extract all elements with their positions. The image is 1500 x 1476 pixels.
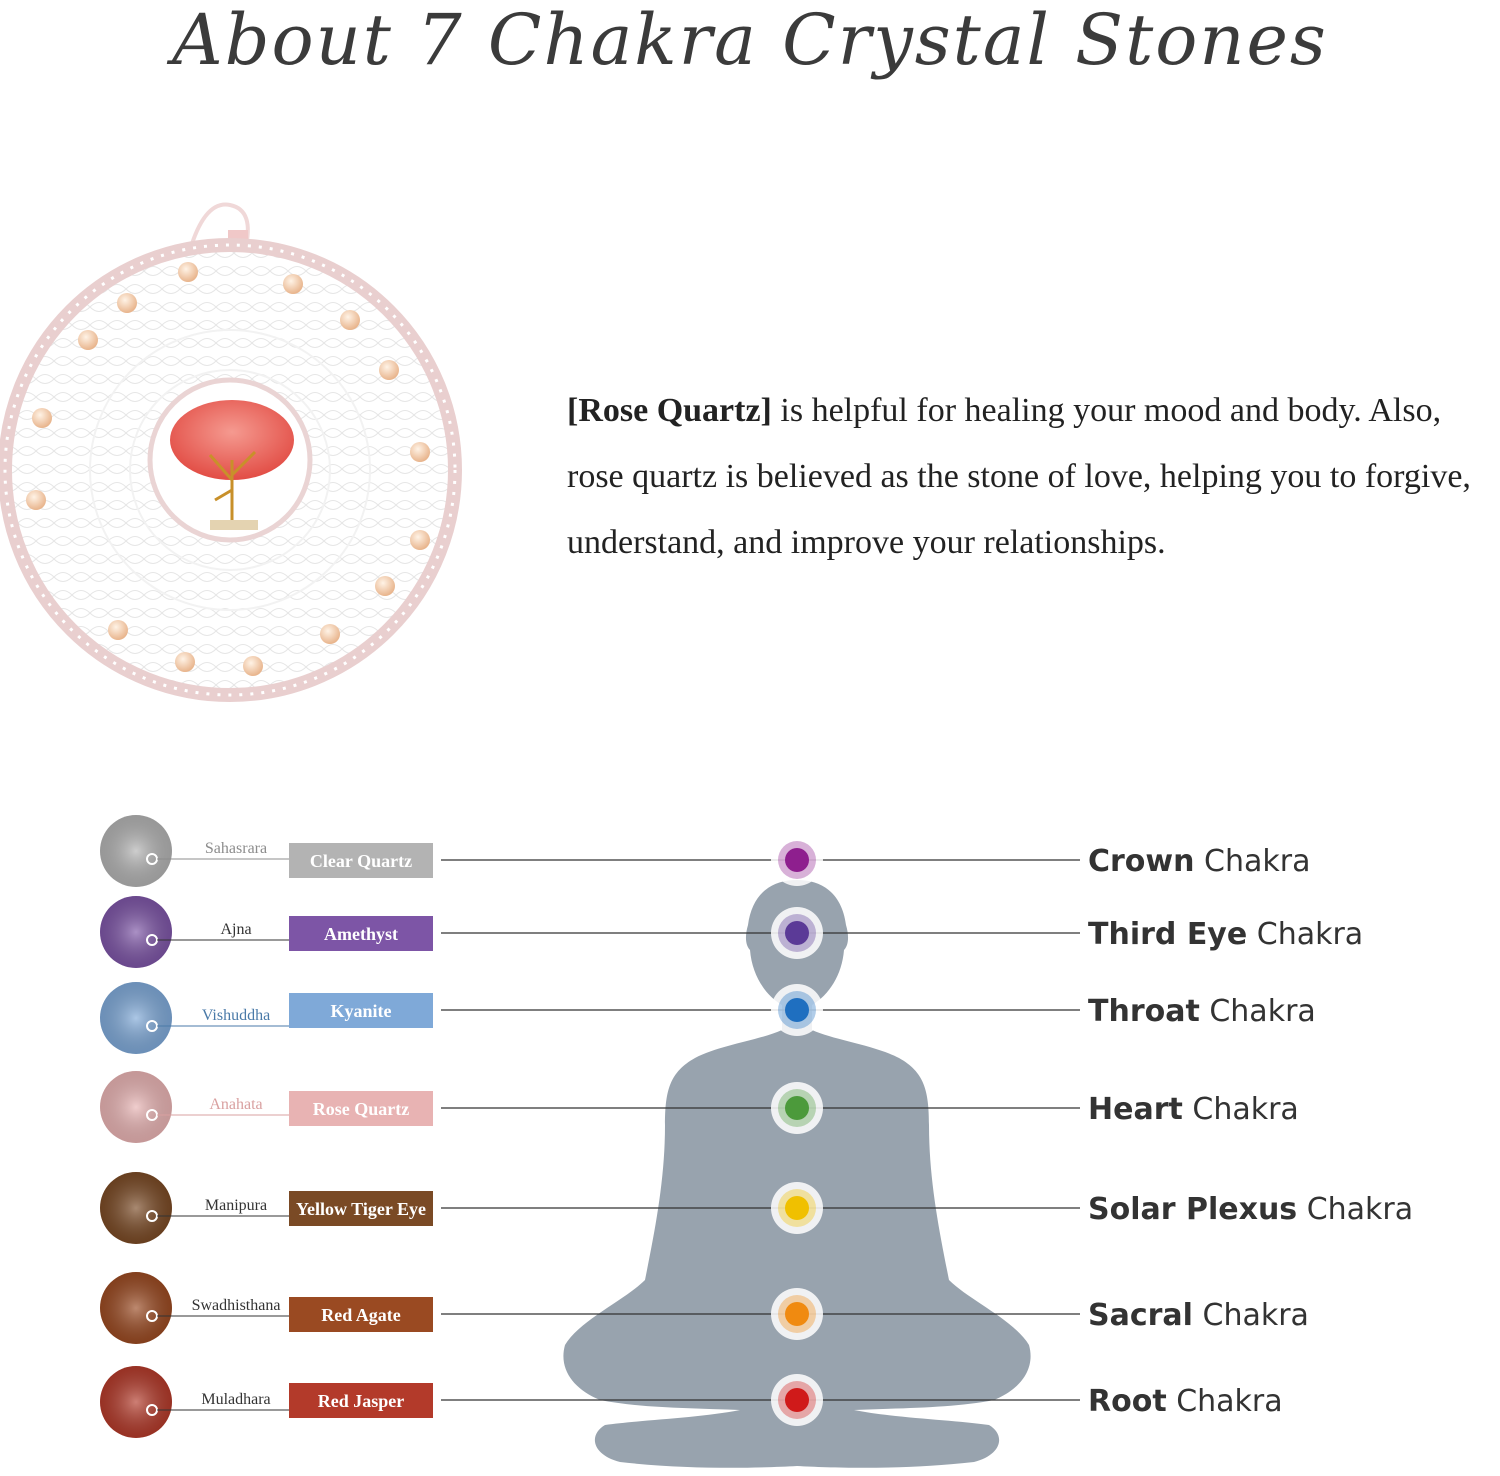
stone-name: Clear Quartz xyxy=(310,851,412,871)
chakra-name-suffix: Chakra xyxy=(1200,994,1316,1029)
stone-label-box xyxy=(289,1383,433,1418)
chakra-name-bold: Crown xyxy=(1088,844,1195,879)
dreamcatcher-image xyxy=(0,202,462,702)
stone-photo-shade xyxy=(100,982,172,1054)
stone-name: Kyanite xyxy=(331,1001,392,1021)
chakra-name-suffix: Chakra xyxy=(1193,1298,1309,1333)
chakra-name: Sacral Chakra xyxy=(1088,1298,1309,1333)
stone-name: Yellow Tiger Eye xyxy=(296,1199,426,1219)
stone-label-box xyxy=(289,993,433,1028)
chakra-name: Solar Plexus Chakra xyxy=(1088,1192,1413,1227)
chakra-row: Swadhisthana Red Agate Sacral Chakra xyxy=(100,1272,1309,1344)
description-text: is helpful for healing your mood and bod… xyxy=(567,392,1471,561)
chakra-name-suffix: Chakra xyxy=(1167,1384,1283,1419)
sanskrit-name: Sahasrara xyxy=(205,840,267,857)
stone-description: [Rose Quartz] is helpful for healing you… xyxy=(567,378,1497,576)
chakra-dot xyxy=(785,1388,809,1412)
stone-name: Red Agate xyxy=(321,1305,401,1325)
stone-photo-shade xyxy=(100,1272,172,1344)
chakra-name-suffix: Chakra xyxy=(1247,917,1363,952)
chakra-name-bold: Third Eye xyxy=(1088,917,1247,952)
stone-label-box xyxy=(289,843,433,878)
chakra-name-bold: Sacral xyxy=(1088,1298,1193,1333)
stone-photo-shade xyxy=(100,896,172,968)
chakra-dot xyxy=(785,1096,809,1120)
stone-name: Red Jasper xyxy=(318,1391,405,1411)
chakra-name: Throat Chakra xyxy=(1088,994,1316,1029)
stone-photo-shade xyxy=(100,1366,172,1438)
chakra-dot xyxy=(785,1196,809,1220)
highlight-stone: [Rose Quartz] xyxy=(567,392,772,429)
sanskrit-name: Muladhara xyxy=(201,1391,270,1408)
stone-name: Rose Quartz xyxy=(313,1099,409,1119)
chakra-row: Ajna Amethyst Third Eye Chakra xyxy=(100,896,1363,968)
stone-label-box xyxy=(289,1297,433,1332)
sanskrit-name: Vishuddha xyxy=(202,1007,270,1024)
stone-name: Amethyst xyxy=(324,924,398,944)
chakra-name: Heart Chakra xyxy=(1088,1092,1299,1127)
chakra-row: Manipura Yellow Tiger Eye Solar Plexus Cha… xyxy=(100,1172,1413,1244)
chakra-row: Anahata Rose Quartz Heart Chakra xyxy=(100,1071,1299,1143)
stone-label-box xyxy=(289,1091,433,1126)
sanskrit-name: Anahata xyxy=(209,1096,262,1113)
stone-photo-shade xyxy=(100,1071,172,1143)
sanskrit-name: Swadhisthana xyxy=(192,1297,281,1314)
chakra-name-bold: Heart xyxy=(1088,1092,1183,1127)
chakra-dot xyxy=(785,848,809,872)
page-title: About 7 Chakra Crystal Stones xyxy=(172,0,1328,81)
stone-label-box xyxy=(289,1191,433,1226)
sanskrit-name: Ajna xyxy=(220,921,251,938)
chakra-name: Crown Chakra xyxy=(1088,844,1310,879)
chakra-name-suffix: Chakra xyxy=(1297,1192,1413,1227)
stone-photo-shade xyxy=(100,815,172,887)
chakra-name-suffix: Chakra xyxy=(1195,844,1311,879)
meditation-figure xyxy=(563,880,1031,1468)
stone-label-box xyxy=(289,916,433,951)
chakra-name: Third Eye Chakra xyxy=(1088,917,1363,952)
chakra-row: Vishuddha Kyanite Throat Chakra xyxy=(100,982,1316,1054)
chakra-dot xyxy=(785,998,809,1022)
chakra-dot xyxy=(785,921,809,945)
sanskrit-name: Manipura xyxy=(205,1197,267,1214)
chakra-name-suffix: Chakra xyxy=(1183,1092,1299,1127)
chakra-row: Muladhara Red Jasper Root Chakra xyxy=(100,1366,1283,1438)
chakra-dot xyxy=(785,1302,809,1326)
chakra-name: Root Chakra xyxy=(1088,1384,1283,1419)
chakra-name-bold: Root xyxy=(1088,1384,1167,1419)
chakra-name-bold: Throat xyxy=(1088,994,1200,1029)
stone-photo-shade xyxy=(100,1172,172,1244)
chakra-name-bold: Solar Plexus xyxy=(1088,1192,1297,1227)
